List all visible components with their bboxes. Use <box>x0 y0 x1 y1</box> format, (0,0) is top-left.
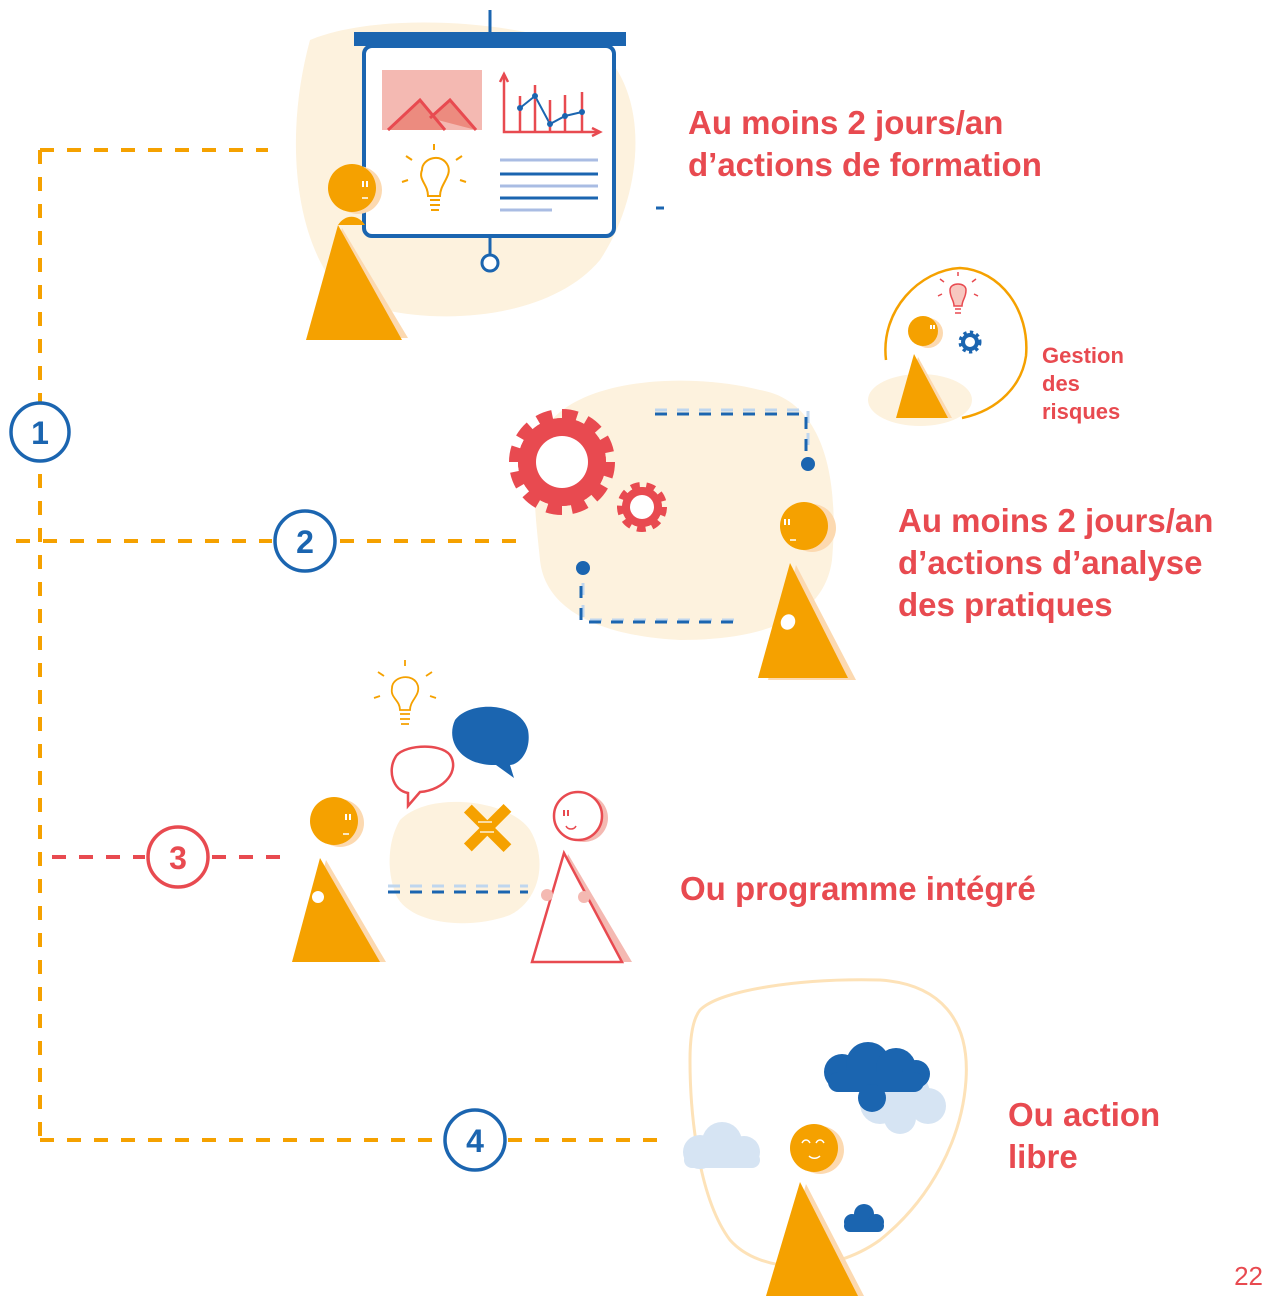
cloud-small-dark-icon <box>844 1204 884 1232</box>
person-speaker <box>292 797 386 962</box>
page-number: 22 <box>1234 1261 1263 1291</box>
medium-gear-icon <box>617 482 667 532</box>
risk-management-illustration <box>868 266 1028 426</box>
step1-label: Au moins 2 jours/an d’actions de formati… <box>688 102 1042 186</box>
step-badge-2: 2 <box>273 509 337 573</box>
line-chart-icon <box>498 71 603 138</box>
small-gear-icon <box>958 330 982 354</box>
step2-label: Au moins 2 jours/an d’actions d’analyse … <box>898 500 1213 626</box>
risk-arc <box>884 266 1028 420</box>
person-listener <box>530 790 632 964</box>
background-outline-blob <box>688 978 968 1268</box>
projector-pull-ring <box>480 253 500 273</box>
step-badge-1: 1 <box>9 401 71 463</box>
free-action-illustration <box>683 978 968 1296</box>
large-gear-icon <box>509 409 615 515</box>
step-number-1: 1 <box>31 415 49 451</box>
ruler-pencil-icon <box>463 803 512 853</box>
training-illustration <box>295 10 664 340</box>
step-badge-3: 3 <box>146 825 210 889</box>
risk-label-line3: risques <box>1042 399 1121 424</box>
step1-label-line2: d’actions de formation <box>688 146 1042 183</box>
step3-label-line1: Ou programme intégré <box>680 870 1036 907</box>
risk-label: Gestion des risques <box>1042 342 1124 426</box>
lightbulb-idea-icon <box>373 660 437 725</box>
step2-label-line2: d’actions d’analyse <box>898 544 1203 581</box>
speech-bubble-red-icon <box>390 745 455 810</box>
step4-label-line1: Ou action <box>1008 1096 1161 1133</box>
risk-label-line1: Gestion <box>1042 343 1124 368</box>
step-number-3: 3 <box>169 840 187 876</box>
step-badge-4: 4 <box>443 1108 507 1172</box>
background-blob-3 <box>389 801 540 924</box>
risk-label-line2: des <box>1042 371 1080 396</box>
step2-label-line1: Au moins 2 jours/an <box>898 502 1214 539</box>
person-presenter <box>306 164 408 340</box>
cloud-dark-icon <box>824 1042 930 1112</box>
step4-label: Ou action libre <box>1008 1094 1160 1178</box>
person-analyst <box>758 502 856 680</box>
cloud-light-left-icon <box>683 1122 760 1169</box>
lightbulb-small-icon <box>937 272 979 314</box>
person-thinking <box>896 316 952 418</box>
step4-label-line2: libre <box>1008 1138 1078 1175</box>
step3-label: Ou programme intégré <box>680 868 1036 910</box>
integrated-program-illustration <box>292 660 632 964</box>
speech-bubble-blue-icon <box>452 706 529 778</box>
projector-top-bar <box>354 32 626 46</box>
text-lines-icon <box>500 158 598 212</box>
step-number-4: 4 <box>466 1123 484 1159</box>
step2-label-line3: des pratiques <box>898 586 1113 623</box>
connector-lines <box>16 148 660 1142</box>
lightbulb-icon <box>401 144 467 211</box>
step1-label-line1: Au moins 2 jours/an <box>688 104 1004 141</box>
step-number-2: 2 <box>296 524 314 560</box>
practice-analysis-illustration <box>509 380 856 680</box>
person-relaxed <box>766 1124 864 1296</box>
